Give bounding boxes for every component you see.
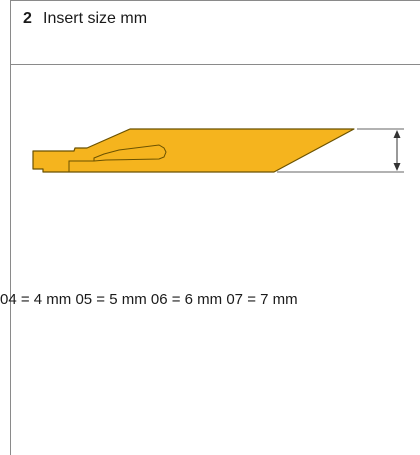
double-arrow-dimension-icon [393,130,401,171]
insert-size-card: 2 Insert size mm [10,0,420,455]
section-number: 2 [23,10,32,27]
insert-body-shape [32,128,355,173]
card-header: 2 Insert size mm [11,1,420,65]
insert-size-values: 04 = 4 mm 05 = 5 mm 06 = 6 mm 07 = 7 mm [0,291,298,308]
insert-profile-drawing [32,128,404,173]
section-title: Insert size mm [43,10,148,27]
insert-inner-outline [68,144,167,172]
